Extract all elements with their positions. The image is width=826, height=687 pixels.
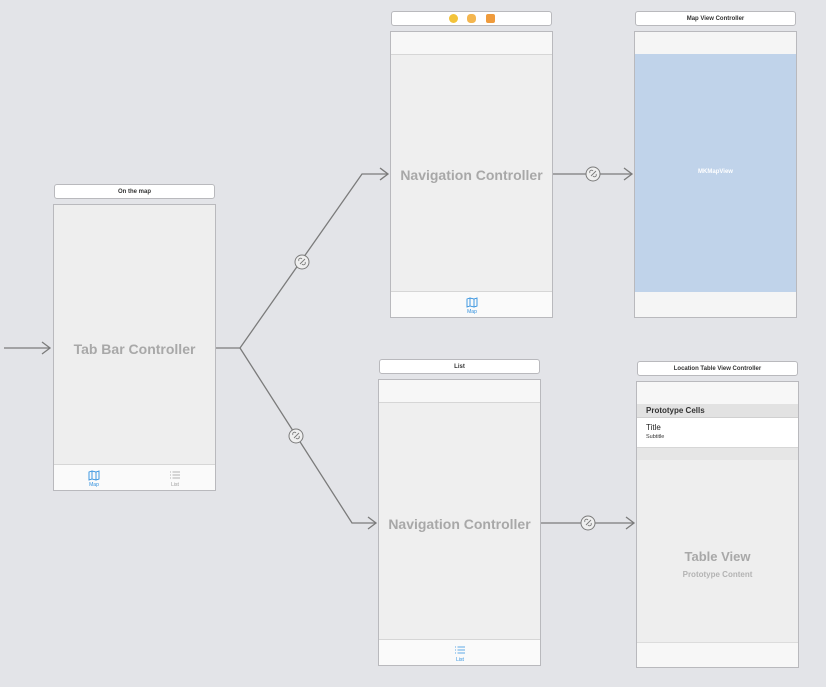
cell-subtitle: Subtitle — [646, 434, 665, 440]
navigation-bar — [379, 380, 540, 403]
map-icon — [88, 470, 100, 481]
list-icon — [170, 471, 180, 479]
tab-item-label: Map — [89, 482, 99, 488]
prototype-cells-label: Prototype Cells — [646, 406, 705, 415]
scene-title: List — [454, 363, 465, 370]
table-view-sublabel: Prototype Content — [682, 570, 753, 579]
cell-separator-area — [637, 448, 798, 460]
location-table-view-controller-scene[interactable]: Prototype Cells Title Subtitle Table Vie… — [636, 381, 799, 668]
scene-label: Tab Bar Controller — [73, 341, 196, 357]
navigation-bar — [391, 32, 552, 55]
scene-title: Location Table View Controller — [673, 365, 762, 372]
tab-item-map[interactable]: Map — [452, 297, 492, 315]
tab-item-list[interactable]: List — [155, 470, 195, 488]
scene-label: Navigation Controller — [400, 167, 543, 183]
map-view-label: MKMapView — [698, 169, 733, 175]
list-icon — [455, 646, 465, 654]
segue-line-tab-to-nav-bottom — [239, 347, 376, 524]
table-view-label: Table View — [684, 549, 751, 564]
tab-item-label: Map — [467, 309, 477, 315]
scene-title-bar-table[interactable]: Location Table View Controller — [637, 361, 798, 376]
scene-title-bar-map[interactable]: Map View Controller — [635, 11, 796, 26]
table-footer-bar — [637, 642, 798, 667]
scene-title-bar-list[interactable]: List — [379, 359, 540, 374]
view-controller-icon[interactable] — [467, 14, 476, 23]
tab-item-label: List — [171, 482, 179, 488]
navigation-controller-scene-bottom[interactable]: Navigation Controller List — [378, 379, 541, 666]
navigation-controller-scene-top[interactable]: Navigation Controller Map — [390, 31, 553, 318]
tab-bar-controller-scene[interactable]: Tab Bar Controller Map List — [53, 204, 216, 491]
map-view-controller-scene[interactable]: MKMapView — [634, 31, 797, 318]
tab-bar: Map List — [54, 464, 215, 490]
tab-item-list[interactable]: List — [440, 645, 480, 663]
navigation-bar — [637, 382, 798, 405]
exit-icon[interactable] — [486, 14, 495, 23]
tab-item-map[interactable]: Map — [74, 470, 114, 488]
scene-title: On the map — [117, 188, 151, 195]
scene-dock-nav-top[interactable] — [391, 11, 552, 26]
first-responder-icon[interactable] — [449, 14, 458, 23]
prototype-cell[interactable]: Title Subtitle — [637, 418, 798, 448]
scene-label: Navigation Controller — [388, 516, 531, 532]
tab-bar: List — [379, 639, 540, 665]
scene-title-bar-tab-bar[interactable]: On the map — [54, 184, 215, 199]
map-view[interactable]: MKMapView — [635, 54, 796, 292]
tab-bar: Map — [391, 291, 552, 317]
cell-title: Title — [646, 423, 661, 432]
scene-title: Map View Controller — [686, 15, 745, 22]
map-icon — [466, 297, 478, 308]
tab-item-label: List — [456, 657, 464, 663]
prototype-cells-header: Prototype Cells — [637, 404, 798, 418]
